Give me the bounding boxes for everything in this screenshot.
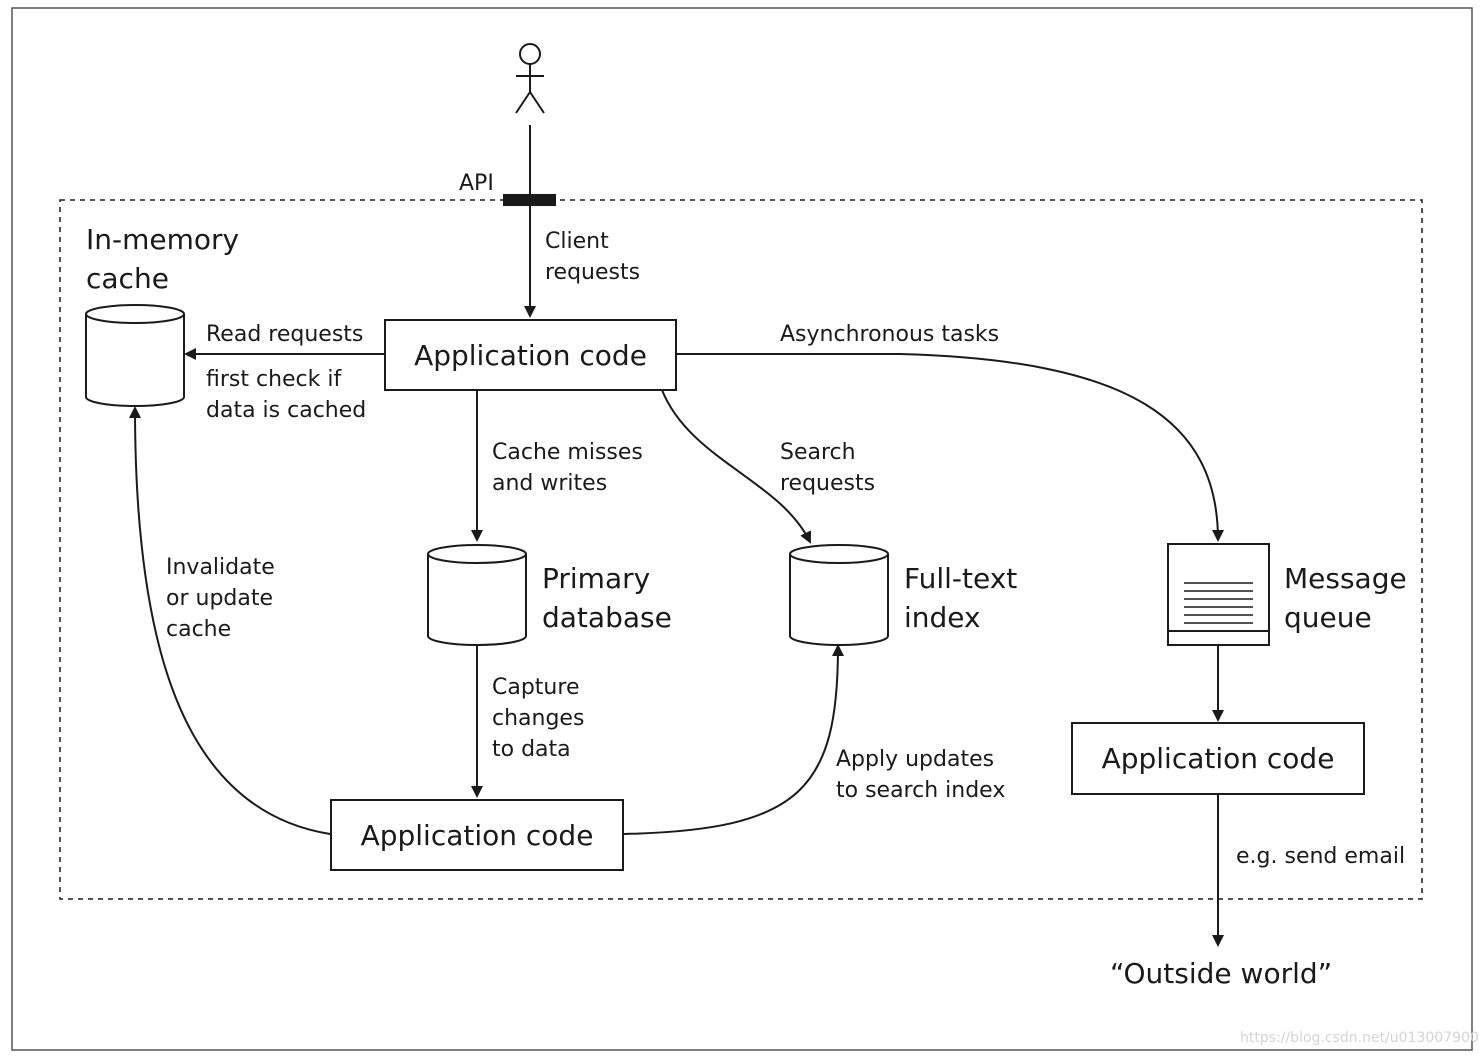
edge-search-requests: [661, 389, 812, 544]
async-tasks-label: Asynchronous tasks: [780, 322, 1000, 347]
invalidate-cache-label: Invalidate or update cache: [166, 555, 275, 642]
message-queue-icon: [1167, 543, 1270, 646]
outer-frame: [11, 7, 1473, 1051]
edge-apply-updates: [623, 644, 844, 835]
apply-updates-label: Apply updates to search index: [836, 747, 1006, 803]
client-requests-label: Client requests: [545, 229, 641, 285]
api-label: API: [459, 171, 494, 196]
read-requests-note: first check if data is cached: [206, 367, 367, 423]
edge-invalidate-cache: [129, 406, 331, 835]
in-memory-cache-icon: [85, 304, 185, 407]
outside-world-title: “Outside world”: [1110, 957, 1333, 990]
app-code-right-label: Application code: [1101, 742, 1335, 775]
app-code-top-label: Application code: [414, 338, 647, 372]
message-queue-title: Message queue: [1284, 562, 1407, 634]
cache-title: In-memory cache: [86, 223, 240, 295]
search-requests-label: Search requests: [780, 440, 876, 496]
system-boundary: [59, 199, 1423, 900]
fulltext-index-title: Full-text index: [904, 562, 1018, 634]
capture-changes-label: Capture changes to data: [492, 675, 585, 762]
app-code-right-box: Application code: [1071, 722, 1365, 795]
watermark: https://blog.csdn.net/u013007900: [1240, 1030, 1479, 1046]
app-code-top-box: Application code: [384, 319, 677, 391]
edge-async-tasks: [677, 353, 1224, 542]
primary-database-title: Primary database: [542, 562, 672, 634]
app-code-bottom-label: Application code: [360, 818, 594, 852]
user-icon: [515, 43, 545, 114]
primary-database-icon: [427, 544, 527, 646]
app-code-bottom-box: Application code: [330, 799, 624, 871]
fulltext-index-icon: [789, 544, 889, 646]
read-requests-label: Read requests: [206, 322, 364, 347]
cache-misses-label: Cache misses and writes: [492, 440, 643, 496]
send-email-label: e.g. send email: [1236, 844, 1406, 869]
api-endpoint-bar: [503, 194, 556, 206]
